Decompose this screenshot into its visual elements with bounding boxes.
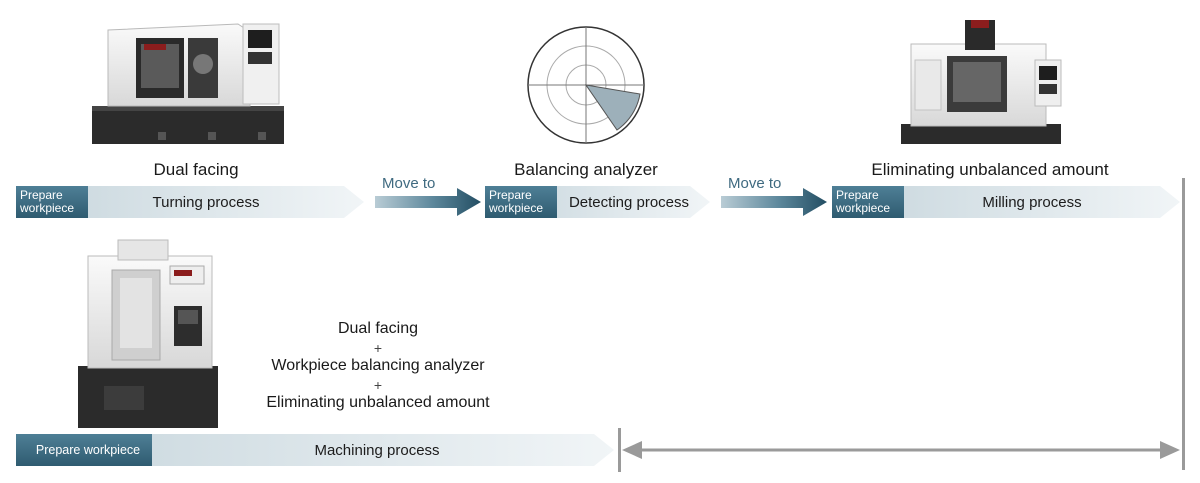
stage3-caption: Eliminating unbalanced amount (871, 160, 1109, 179)
end-boundary-line (1182, 178, 1185, 470)
machining-process-bar: Prepare workpiece Machining process (16, 434, 614, 466)
stage2-process-bar: Prepare workpiece Detecting process (485, 186, 710, 218)
time-saved-dimension-arrow (614, 428, 1188, 472)
right-arrow-icon (721, 188, 827, 216)
balancing-analyzer-image (525, 24, 647, 146)
turning-lathe-image (88, 14, 288, 148)
combo-line-balancing-analyzer: Workpiece balancing analyzer (271, 357, 485, 374)
stage3-process-label: Milling process (982, 193, 1082, 211)
vertical-turning-center-image (74, 236, 224, 432)
stage2-prepare-workpiece-label: Prepare workpiece (489, 188, 544, 215)
balancing-analyzer-polar-plot-icon (527, 26, 645, 144)
move-to-arrow-2 (721, 186, 829, 223)
vertical-machining-center-image (895, 14, 1070, 148)
move-to-arrow-1 (375, 186, 483, 223)
combo-line-eliminating: Eliminating unbalanced amount (266, 394, 490, 411)
stage3-prepare-workpiece-label: Prepare workpiece (836, 188, 891, 215)
stage1-caption: Dual facing (153, 160, 239, 179)
combo-line-dual-facing: Dual facing (337, 320, 419, 337)
stage1-prepare-workpiece-label: Prepare workpiece (20, 188, 75, 215)
vertical-machining-center-icon (901, 20, 1062, 144)
right-arrow-icon (375, 188, 481, 216)
vertical-turning-center-icon (78, 239, 218, 428)
stage1-process-bar: Prepare workpiece Turning process (16, 186, 364, 218)
move-to-label-2: Move to (728, 175, 782, 192)
stage2-caption: Balancing analyzer (514, 160, 658, 179)
combo-plus-2: + (373, 376, 383, 393)
stage1-process-label: Turning process (152, 193, 260, 211)
move-to-label-1: Move to (382, 175, 436, 192)
stage3-process-bar: Prepare workpiece Milling process (832, 186, 1180, 218)
double-headed-arrow-icon (618, 428, 1180, 472)
machining-process-label: Machining process (314, 441, 440, 459)
combined-capabilities-text: Dual facing + Workpiece balancing analyz… (228, 320, 528, 413)
combo-plus-1: + (373, 339, 383, 356)
cnc-turning-lathe-icon (92, 23, 284, 144)
stage2-process-label: Detecting process (568, 193, 690, 211)
machining-prepare-workpiece-label: Prepare workpiece (35, 442, 141, 457)
